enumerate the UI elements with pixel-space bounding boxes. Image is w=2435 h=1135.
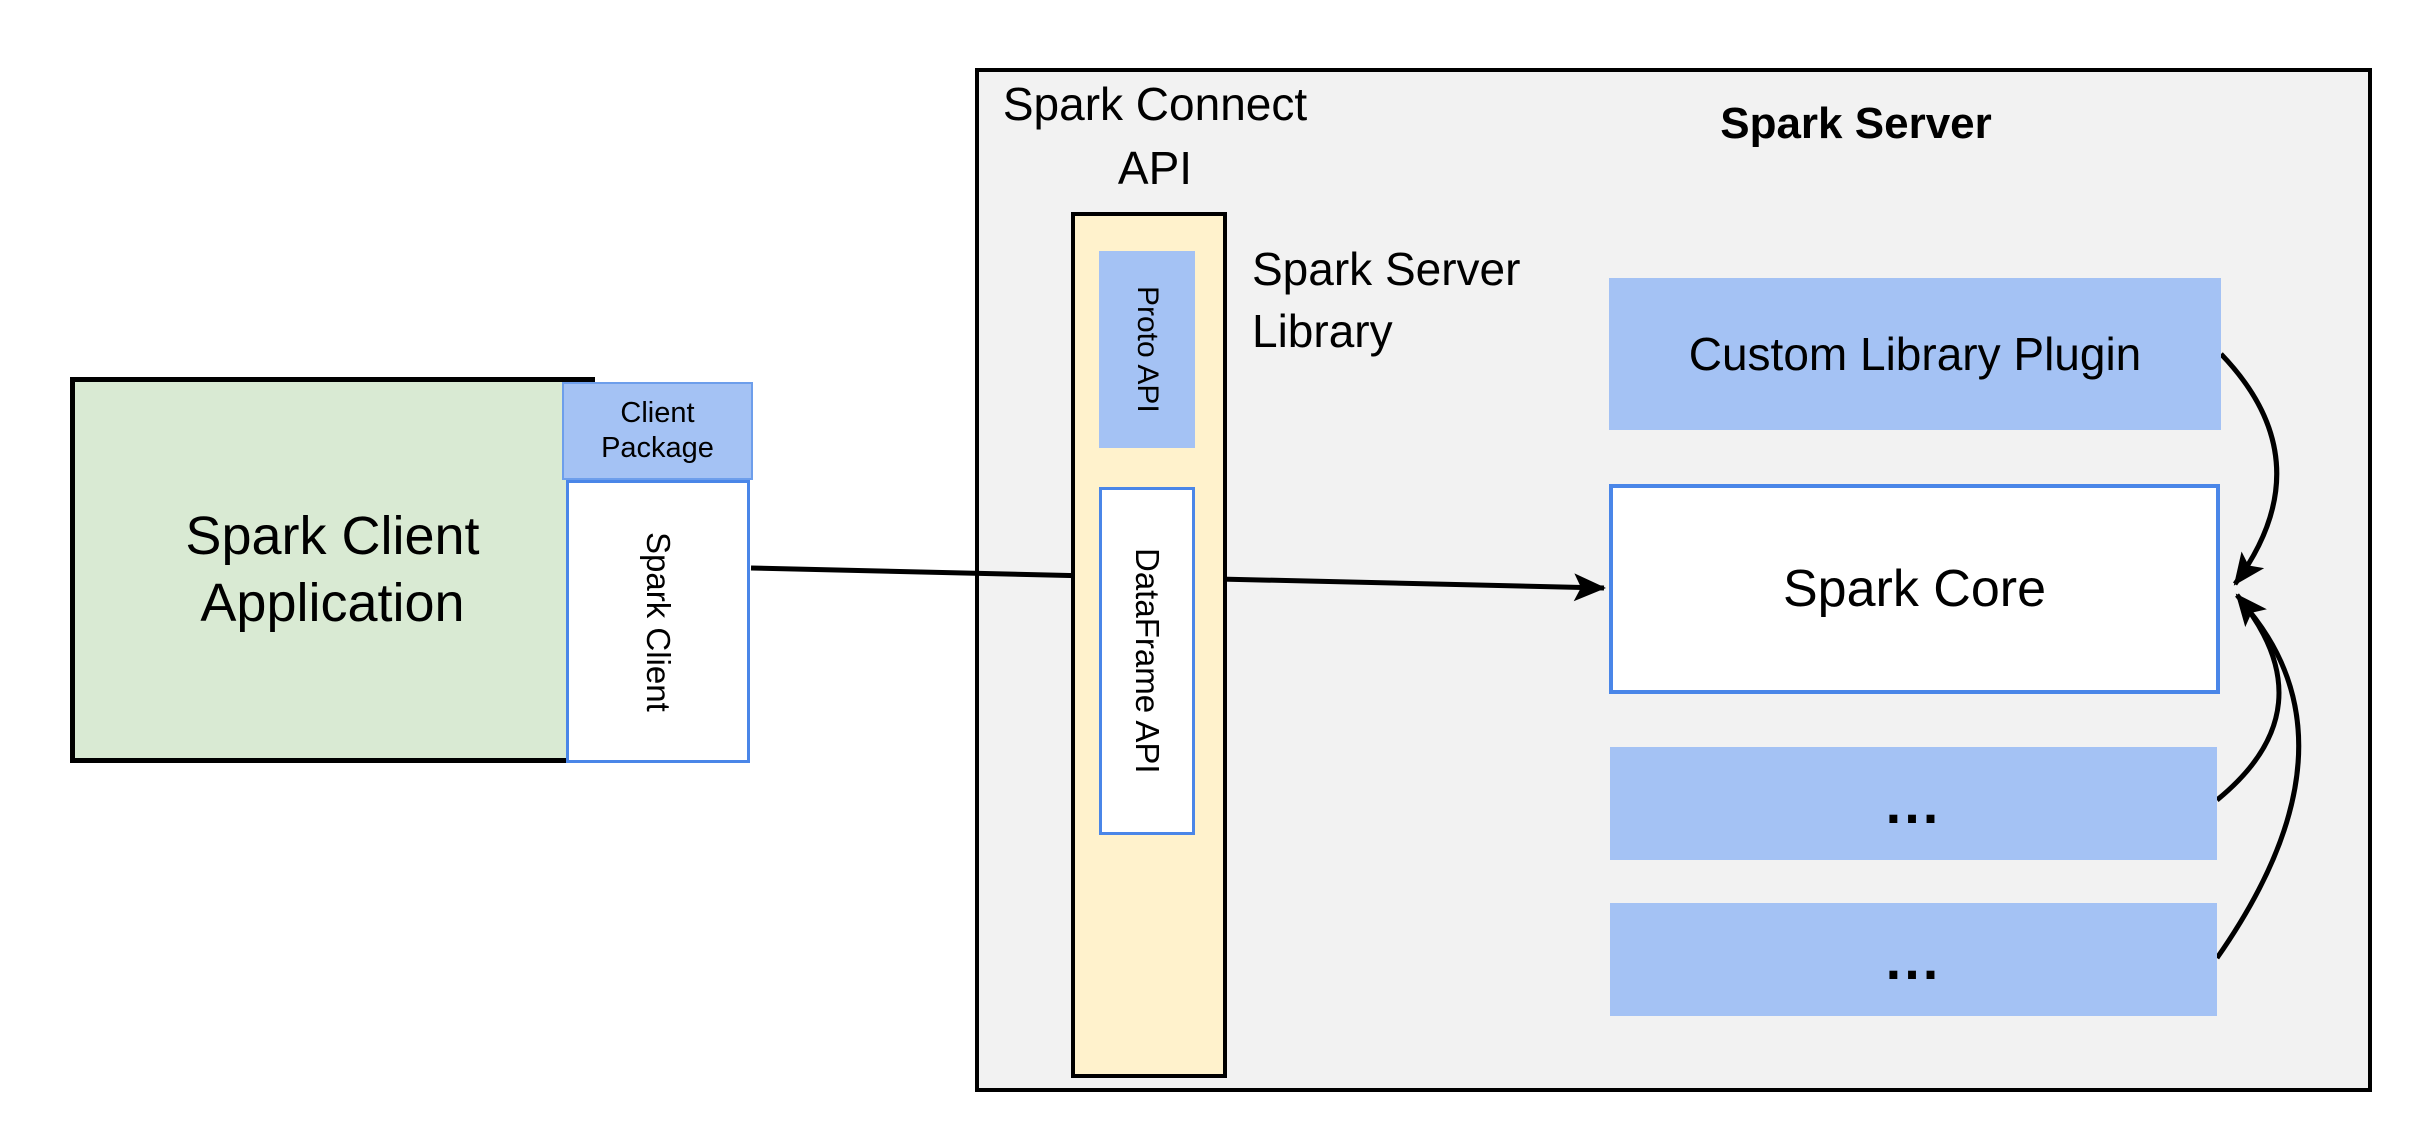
proto-api-label: Proto API [1131,286,1164,413]
client-package-box: Client Package [562,382,753,480]
spark-core-box: Spark Core [1609,484,2220,694]
slot1-to-core-arrow [2215,593,2282,802]
spark-client-app-box: Spark Client Application [70,377,595,763]
plugin-slot-1-label: ... [1885,772,1942,835]
client-package-label: Client Package [601,397,714,464]
spark-client-box: Spark Client [566,480,750,763]
plugin-to-core-arrow [2219,352,2280,586]
slot2-to-core-arrow [2214,598,2302,960]
spark-client-app-label: Spark Client Application [185,505,480,634]
custom-library-plugin-box: Custom Library Plugin [1609,278,2221,430]
plugin-slot-2-box: ... [1610,903,2217,1016]
dataframe-api-box: DataFrame API [1099,487,1195,835]
spark-connect-api-heading: Spark Connect API [1002,78,1308,195]
plugin-slot-2-label: ... [1885,928,1942,991]
spark-server-heading: Spark Server [1720,99,1992,148]
spark-server-library-label: Spark Server Library [1252,243,1521,358]
plugin-slot-1-box: ... [1610,747,2217,860]
proto-api-box: Proto API [1099,251,1195,448]
spark-core-label: Spark Core [1783,560,2046,618]
custom-library-plugin-label: Custom Library Plugin [1688,328,2142,380]
spark-client-label: Spark Client [640,531,677,712]
dataframe-api-label: DataFrame API [1129,548,1166,774]
